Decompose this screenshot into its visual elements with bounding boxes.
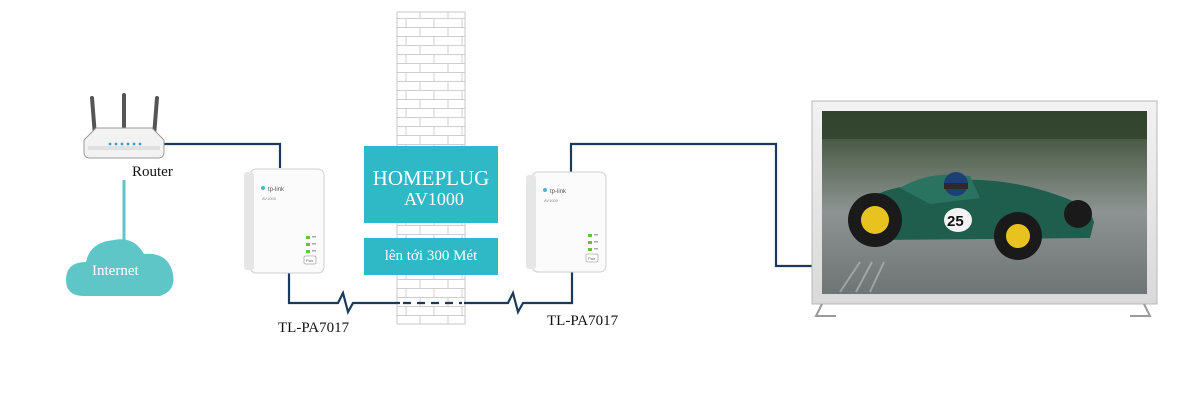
svg-text:tp-link: tp-link (550, 189, 567, 195)
svg-text:AV1000: AV1000 (544, 198, 559, 203)
adapter-right-model: TL-PA7017 (547, 313, 619, 329)
router-device (83, 93, 165, 159)
powerline-adapter-left: tp-link AV1000 Pair (244, 168, 325, 274)
cable-adapter-to-tv (569, 142, 822, 268)
range-label: lên tới 300 Mét (384, 248, 478, 264)
svg-text:tp-link: tp-link (268, 187, 285, 193)
adapter-left-model: TL-PA7017 (278, 320, 350, 336)
tv-device: 25 (811, 100, 1158, 317)
svg-text:Pair: Pair (306, 258, 314, 263)
race-car-image: 25 (848, 172, 1094, 260)
cable-router-to-adapter (160, 142, 282, 168)
homeplug-standard: AV1000 (404, 189, 464, 209)
powerline-connection (287, 272, 574, 315)
internet-label: Internet (92, 263, 139, 279)
svg-text:AV1000: AV1000 (262, 196, 277, 201)
svg-text:Pair: Pair (588, 256, 596, 261)
internet-cloud-icon (66, 239, 174, 296)
powerline-adapter-right: tp-link AV1000 Pair (526, 171, 607, 273)
homeplug-badge: HOMEPLUG AV1000 (364, 146, 498, 223)
homeplug-title: HOMEPLUG (372, 166, 490, 190)
range-badge: lên tới 300 Mét (364, 238, 498, 275)
race-number: 25 (947, 213, 964, 230)
router-label: Router (132, 164, 173, 180)
